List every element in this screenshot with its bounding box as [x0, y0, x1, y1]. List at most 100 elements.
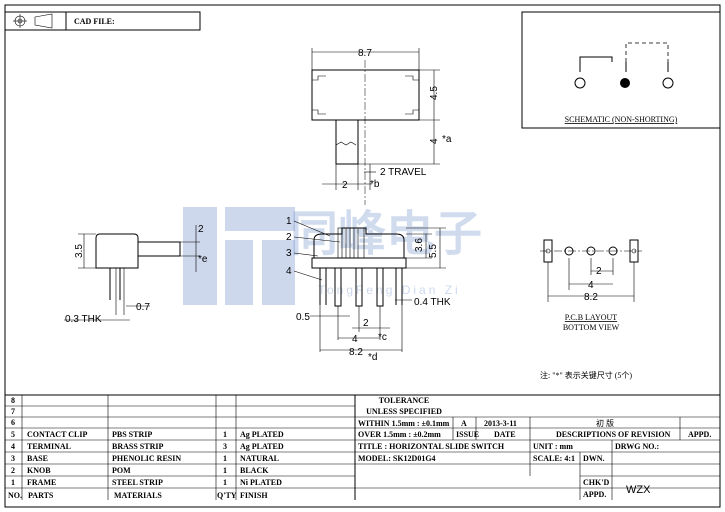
row-qty: 3 — [223, 442, 227, 451]
table-row: 2 KNOB POM 1 BLACK — [11, 466, 269, 475]
appd-label: APPD. — [583, 490, 606, 499]
dim-side-lever-mark: *e — [198, 254, 208, 265]
table-row: 4 TERMINAL BRASS STRIP 3 Ag PLATED — [11, 442, 284, 451]
dim-front-height-b: 5.5 — [428, 244, 439, 258]
tolerance-title: TOLERANCE — [379, 396, 430, 405]
revision-date: 2013-3-11 — [484, 419, 517, 428]
unit-label: UNIT : mm — [533, 442, 573, 451]
key-dimension-note: 注: "*" 表示关键尺寸 (5个) — [540, 370, 632, 380]
pcb-span: 4 — [588, 280, 594, 291]
dim-travel-mark: *b — [370, 179, 380, 190]
dwn-label: DWN. — [583, 454, 605, 463]
revision-date-label: DATE — [494, 430, 516, 439]
schematic-terminal-1 — [574, 77, 586, 89]
row-qty: 1 — [223, 454, 227, 463]
dim-front-pin-thk: 0.4 THK — [414, 297, 451, 308]
row-part: KNOB — [27, 466, 51, 475]
dim-front-total: 8.2 — [349, 347, 363, 358]
parts-header-qty: Q'TY — [217, 491, 237, 500]
dim-side-thickness: 0.3 THK — [65, 314, 102, 325]
row-no: 5 — [11, 430, 15, 439]
revision-appd-label: APPD. — [688, 430, 711, 439]
sheet-border — [4, 4, 721, 508]
row-part: TERMINAL — [27, 442, 71, 451]
pcb-label-1: P.C.B LAYOUT — [565, 313, 617, 322]
dim-front-pin-width: 0.5 — [296, 312, 310, 323]
dim-side-height: 3.5 — [74, 244, 85, 258]
row-part: BASE — [27, 454, 48, 463]
dim-travel: 2 TRAVEL — [380, 167, 427, 178]
row-finish: Ag PLATED — [240, 442, 284, 451]
dim-front-pitch: 2 — [363, 318, 369, 329]
dim-lever-width: 2 — [342, 180, 348, 191]
cad-file-label: CAD FILE: — [74, 17, 115, 26]
pcb-label-2: BOTTOM VIEW — [563, 323, 620, 332]
table-row: 7 — [11, 407, 15, 416]
dim-top-height: 4.5 — [429, 86, 440, 100]
row-material: POM — [112, 466, 131, 475]
schematic-label: SCHEMATIC (NON-SHORTING) — [565, 115, 678, 124]
appd-value: WZX — [626, 484, 651, 496]
table-row: 1 FRAME STEEL STRIP 1 Ni PLATED — [11, 478, 282, 487]
row-no: 3 — [11, 454, 15, 463]
watermark-en: TongFeng Dian Zi — [318, 283, 461, 297]
parts-header-finish: FINISH — [240, 491, 268, 500]
row-qty: 1 — [223, 478, 227, 487]
row-finish: Ni PLATED — [240, 478, 282, 487]
pcb-pitch: 2 — [596, 266, 602, 277]
revision-issue-label: ISSUE — [456, 430, 479, 439]
revision-desc-label: DESCRIPTIONS OF REVISION — [556, 430, 671, 439]
row-part: FRAME — [27, 478, 56, 487]
table-row: 3 BASE PHENOLIC RESIN 1 NATURAL — [11, 454, 279, 463]
dwg-no-label: DRWG NO.: — [615, 442, 659, 451]
dim-lever-mark: *a — [442, 134, 452, 145]
title-block: NO. PARTS MATERIALS Q'TY FINISH 8 7 6 5 … — [5, 394, 720, 500]
row-part: CONTACT CLIP — [27, 430, 87, 439]
schematic-panel: SCHEMATIC (NON-SHORTING) — [521, 11, 721, 129]
drawing-title: TITLE : HORIZONTAL SLIDE SWITCH — [358, 442, 505, 451]
row-qty: 1 — [223, 466, 227, 475]
row-finish: Ag PLATED — [240, 430, 284, 439]
model-label: MODEL: SK12D01G4 — [358, 454, 436, 463]
table-row: 5 CONTACT CLIP PBS STRIP 1 Ag PLATED — [11, 430, 284, 439]
projection-symbol-icon — [13, 13, 53, 29]
schematic-terminal-common — [620, 78, 630, 88]
callout-1: 1 — [286, 216, 292, 227]
parts-header-no: NO. — [8, 491, 22, 500]
parts-header-materials: MATERIALS — [114, 491, 162, 500]
dim-front-height-a: 3.6 — [414, 238, 425, 252]
revision-description: 初 版 — [596, 418, 614, 428]
row-no: 6 — [11, 418, 15, 427]
scale-label: SCALE: 4:1 — [533, 454, 575, 463]
tolerance-line1: WITHIN 1.5mm : ±0.1mm — [358, 419, 450, 428]
row-qty: 1 — [223, 430, 227, 439]
row-no: 4 — [11, 442, 15, 451]
row-finish: BLACK — [240, 466, 269, 475]
dim-front-pitch-mark: *c — [378, 332, 387, 343]
top-view: 8.7 4.5 4 *a 2 2 TRAVEL *b — [311, 48, 452, 205]
schematic-terminal-3 — [662, 77, 674, 89]
parts-header-parts: PARTS — [28, 491, 54, 500]
front-view: 1 2 3 4 3.6 5.5 0.4 THK 0.5 2 *c 4 8.2 — [286, 216, 451, 363]
callout-3: 3 — [286, 248, 292, 259]
row-material: BRASS STRIP — [112, 442, 163, 451]
dim-side-lever: 2 — [198, 224, 204, 235]
dim-front-span: 4 — [352, 334, 358, 345]
cad-file-header: CAD FILE: — [4, 11, 201, 31]
row-no: 8 — [11, 396, 15, 405]
tolerance-line2: OVER 1.5mm : ±0.2mm — [358, 430, 441, 439]
dim-front-total-mark: *d — [368, 352, 377, 363]
row-no: 1 — [11, 478, 15, 487]
dim-lever-length: 4 — [429, 138, 440, 144]
chkd-label: CHK'D — [583, 478, 609, 487]
dim-top-width: 8.7 — [358, 48, 372, 59]
callout-2: 2 — [286, 232, 292, 243]
row-finish: NATURAL — [240, 454, 279, 463]
tolerance-subtitle: UNLESS SPECIFIED — [366, 407, 442, 416]
row-material: PHENOLIC RESIN — [112, 454, 181, 463]
row-no: 2 — [11, 466, 15, 475]
callout-4: 4 — [286, 266, 292, 277]
row-material: STEEL STRIP — [112, 478, 163, 487]
dim-side-pin: 0.7 — [136, 302, 150, 313]
